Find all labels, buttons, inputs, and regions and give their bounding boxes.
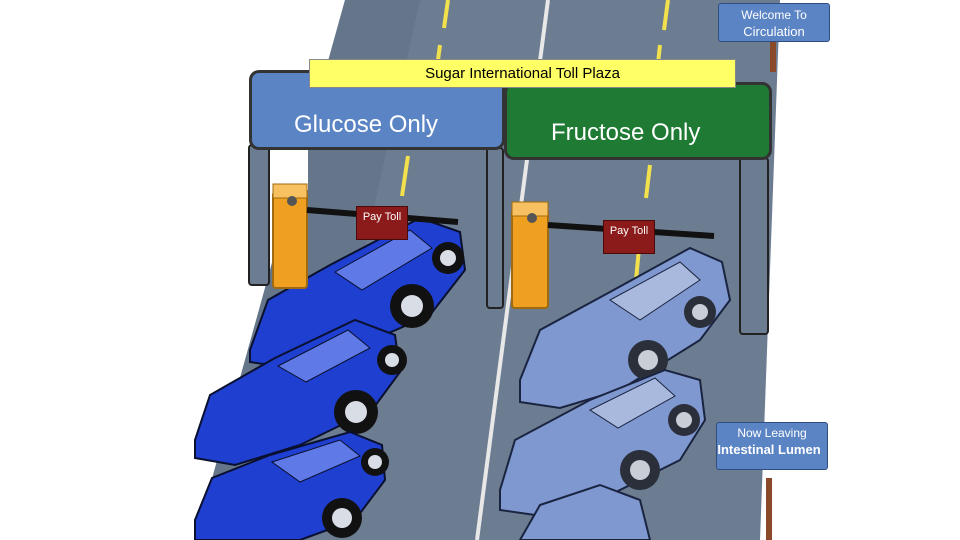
fructose-car-2 [499,368,707,517]
pay-toll-sign-fructose: Pay Toll [603,220,655,254]
leaving-sign-post [766,478,772,540]
fructose-lane-sign: Fructose Only [504,82,772,160]
fructose-car-3 [518,483,652,540]
fructose-lane-label: Fructose Only [551,119,701,146]
plaza-title: Sugar International Toll Plaza [309,59,736,88]
glucose-lane-label: Glucose Only [294,111,439,138]
leaving-sign-line1: Now Leaving [737,426,807,440]
glucose-car-2 [194,318,407,467]
welcome-sign-post [770,40,776,72]
gantry-leg-1 [248,144,270,286]
leaving-sign-line2: Intestinal Lumen [717,442,821,457]
glucose-car-3 [194,430,389,540]
fructose-car-1 [519,246,732,410]
pay-toll-sign-glucose: Pay Toll [356,206,408,240]
gantry-leg-2 [486,147,504,309]
toll-booth-glucose [272,183,308,289]
leaving-sign: Now Leaving Intestinal Lumen [716,422,828,470]
welcome-sign-line2: Circulation [743,24,805,39]
welcome-sign-line1: Welcome To [741,8,807,22]
toll-booth-fructose [511,201,549,309]
gantry-leg-3 [739,157,769,335]
gantry-window [282,150,308,190]
welcome-sign: Welcome To Circulation [718,3,830,42]
